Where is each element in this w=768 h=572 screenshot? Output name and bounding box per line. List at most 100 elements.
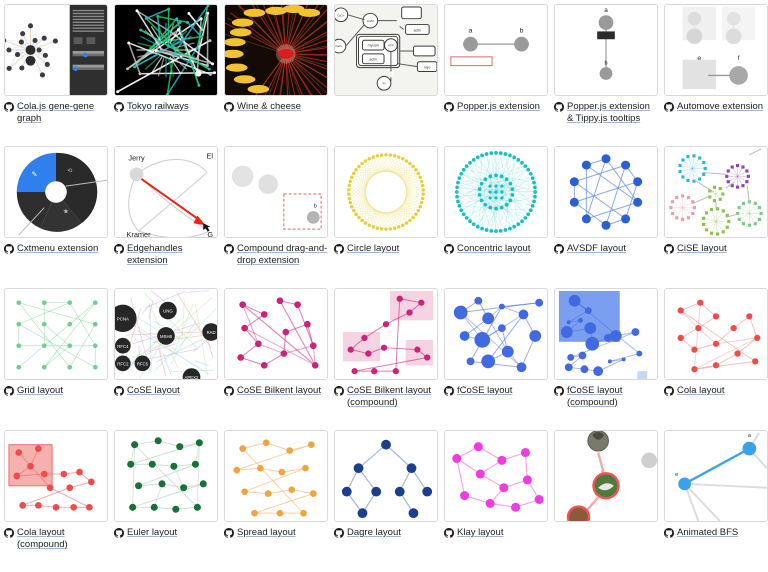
demo-card[interactable]: abTippyToolPopper.js extension & Tippy.j… [554, 4, 658, 146]
demo-link-concentric-layout[interactable]: Concentric layout [457, 243, 530, 255]
demo-thumbnail-circle-layout[interactable] [334, 146, 438, 238]
github-icon[interactable] [444, 244, 454, 258]
github-icon[interactable] [554, 386, 564, 400]
demo-link-popperjs-tippyjs[interactable]: Popper.js extension & Tippy.js tooltips [567, 101, 658, 124]
github-icon[interactable] [224, 102, 234, 116]
demo-thumbnail-sbgn-stylesheet[interactable]: Ca2+Ca2+CaMactinmyosinATPactinmyoPiSBGN … [334, 4, 438, 96]
demo-card[interactable]: CoSE Bilkent layout (compound) [334, 288, 438, 430]
github-icon[interactable] [444, 386, 454, 400]
demo-link-compound-drag-and-drop[interactable]: Compound drag-and-drop extension [237, 243, 328, 266]
demo-link-cxtmenu-extension[interactable]: Cxtmenu extension [17, 243, 98, 255]
demo-card[interactable]: Concentric layout [444, 146, 548, 288]
demo-thumbnail-concentric-layout[interactable] [444, 146, 548, 238]
demo-card[interactable]: Spread layout [224, 430, 328, 572]
github-icon[interactable] [664, 102, 674, 116]
demo-link-cola-layout[interactable]: Cola layout [677, 385, 725, 397]
demo-link-cise-layout[interactable]: CiSE layout [677, 243, 727, 255]
demo-thumbnail-klay-layout[interactable] [444, 430, 548, 522]
demo-card[interactable]: Cola layout (compound) [4, 430, 108, 572]
demo-card[interactable]: Breadthfirst layout & images [554, 430, 658, 572]
demo-thumbnail-breadthfirst-images[interactable]: Breadthfirst layout & images [554, 430, 658, 522]
demo-thumbnail-cola-layout[interactable] [664, 288, 768, 380]
demo-thumbnail-cose-bilkent-layout[interactable] [224, 288, 328, 380]
demo-thumbnail-dagre-layout[interactable] [334, 430, 438, 522]
github-icon[interactable] [554, 244, 564, 258]
demo-link-klay-layout[interactable]: Klay layout [457, 527, 503, 539]
github-icon[interactable] [224, 386, 234, 400]
github-icon[interactable] [555, 521, 657, 522]
demo-thumbnail-cola-layout-compound[interactable] [4, 430, 108, 522]
github-icon[interactable] [4, 528, 14, 542]
github-icon[interactable] [664, 528, 674, 542]
demo-link-euler-layout[interactable]: Euler layout [127, 527, 177, 539]
github-icon[interactable] [224, 528, 234, 542]
demo-thumbnail-cose-bilkent-compound[interactable] [334, 288, 438, 380]
github-icon[interactable] [444, 528, 454, 542]
github-icon[interactable] [664, 386, 674, 400]
demo-link-wine-cheese[interactable]: Wine & cheese [237, 101, 301, 113]
demo-link-avsdf-layout[interactable]: AVSDF layout [567, 243, 626, 255]
github-icon[interactable] [114, 244, 124, 258]
github-icon[interactable] [334, 386, 344, 400]
github-icon[interactable] [335, 95, 437, 96]
demo-link-cola-gene-gene[interactable]: Cola.js gene-gene graph [17, 101, 108, 124]
demo-thumbnail-cola-gene-gene[interactable] [4, 4, 108, 96]
demo-card[interactable]: Wine & cheese [224, 4, 328, 146]
demo-link-spread-layout[interactable]: Spread layout [237, 527, 296, 539]
demo-card[interactable]: AVSDF layout [554, 146, 658, 288]
demo-link-animated-bfs[interactable]: Animated BFS [677, 527, 738, 539]
demo-link-dagre-layout[interactable]: Dagre layout [347, 527, 401, 539]
github-icon[interactable] [664, 244, 674, 258]
demo-link-cose-bilkent-layout[interactable]: CoSE Bilkent layout [237, 385, 321, 397]
demo-link-cose-bilkent-compound[interactable]: CoSE Bilkent layout (compound) [347, 385, 438, 408]
demo-card[interactable]: Cola.js gene-gene graph [4, 4, 108, 146]
github-icon[interactable] [114, 528, 124, 542]
demo-thumbnail-euler-layout[interactable] [114, 430, 218, 522]
demo-card[interactable]: Euler layout [114, 430, 218, 572]
demo-link-cose-layout[interactable]: CoSE layout [127, 385, 180, 397]
demo-thumbnail-cise-layout[interactable] [664, 146, 768, 238]
demo-link-popperjs-extension[interactable]: Popper.js extension [457, 101, 540, 113]
demo-thumbnail-wine-cheese[interactable] [224, 4, 328, 96]
demo-thumbnail-avsdf-layout[interactable] [554, 146, 658, 238]
demo-card[interactable]: ✎★⟲ Cxtmenu extension [4, 146, 108, 288]
github-icon[interactable] [334, 244, 344, 258]
demo-thumbnail-cxtmenu-extension[interactable]: ✎★⟲ [4, 146, 108, 238]
demo-thumbnail-fcose-layout[interactable] [444, 288, 548, 380]
demo-card[interactable]: Dagre layout [334, 430, 438, 572]
demo-card[interactable]: fCoSE layout [444, 288, 548, 430]
demo-card[interactable]: Ca2+Ca2+CaMactinmyosinATPactinmyoPiSBGN … [334, 4, 438, 146]
github-icon[interactable] [4, 102, 14, 116]
demo-link-tokyo-railways[interactable]: Tokyo railways [127, 101, 189, 113]
demo-card[interactable]: Klay layout [444, 430, 548, 572]
demo-card[interactable]: CoSE Bilkent layout [224, 288, 328, 430]
demo-thumbnail-spread-layout[interactable] [224, 430, 328, 522]
demo-card[interactable]: abSticky position divOne-time position d… [444, 4, 548, 146]
demo-thumbnail-popperjs-tippyjs[interactable]: abTippyTool [554, 4, 658, 96]
demo-card[interactable]: Tokyo railways [114, 4, 218, 146]
demo-card[interactable]: Grid layout [4, 288, 108, 430]
demo-card[interactable]: Circle layout [334, 146, 438, 288]
github-icon[interactable] [444, 102, 454, 116]
demo-thumbnail-compound-drag-and-drop[interactable]: b [224, 146, 328, 238]
github-icon[interactable] [4, 244, 14, 258]
demo-link-fcose-layout[interactable]: fCoSE layout [457, 385, 512, 397]
demo-card[interactable]: Cola layout [664, 288, 768, 430]
github-icon[interactable] [114, 386, 124, 400]
github-icon[interactable] [114, 102, 124, 116]
demo-link-circle-layout[interactable]: Circle layout [347, 243, 399, 255]
demo-card[interactable]: fCoSE layout (compound) [554, 288, 658, 430]
demo-thumbnail-grid-layout[interactable] [4, 288, 108, 380]
demo-link-fcose-compound[interactable]: fCoSE layout (compound) [567, 385, 658, 408]
demo-thumbnail-popperjs-extension[interactable]: abSticky position divOne-time position d… [444, 4, 548, 96]
demo-link-grid-layout[interactable]: Grid layout [17, 385, 63, 397]
